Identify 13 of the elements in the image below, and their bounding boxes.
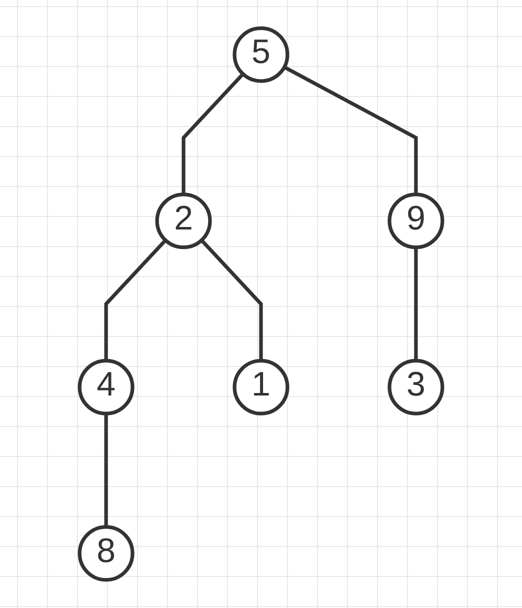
connector (283, 66, 418, 194)
node-circle: 8 (78, 525, 134, 582)
node-circle: 1 (232, 358, 290, 416)
node-circle: 4 (78, 358, 134, 416)
node-circle: 2 (155, 192, 212, 250)
connector (200, 238, 263, 361)
connector (104, 414, 108, 527)
node-circle: 9 (388, 192, 444, 250)
node-circle: 5 (232, 26, 290, 83)
connector (414, 247, 418, 361)
connector (182, 72, 244, 194)
node-circle: 3 (388, 358, 444, 416)
connector (104, 238, 167, 361)
